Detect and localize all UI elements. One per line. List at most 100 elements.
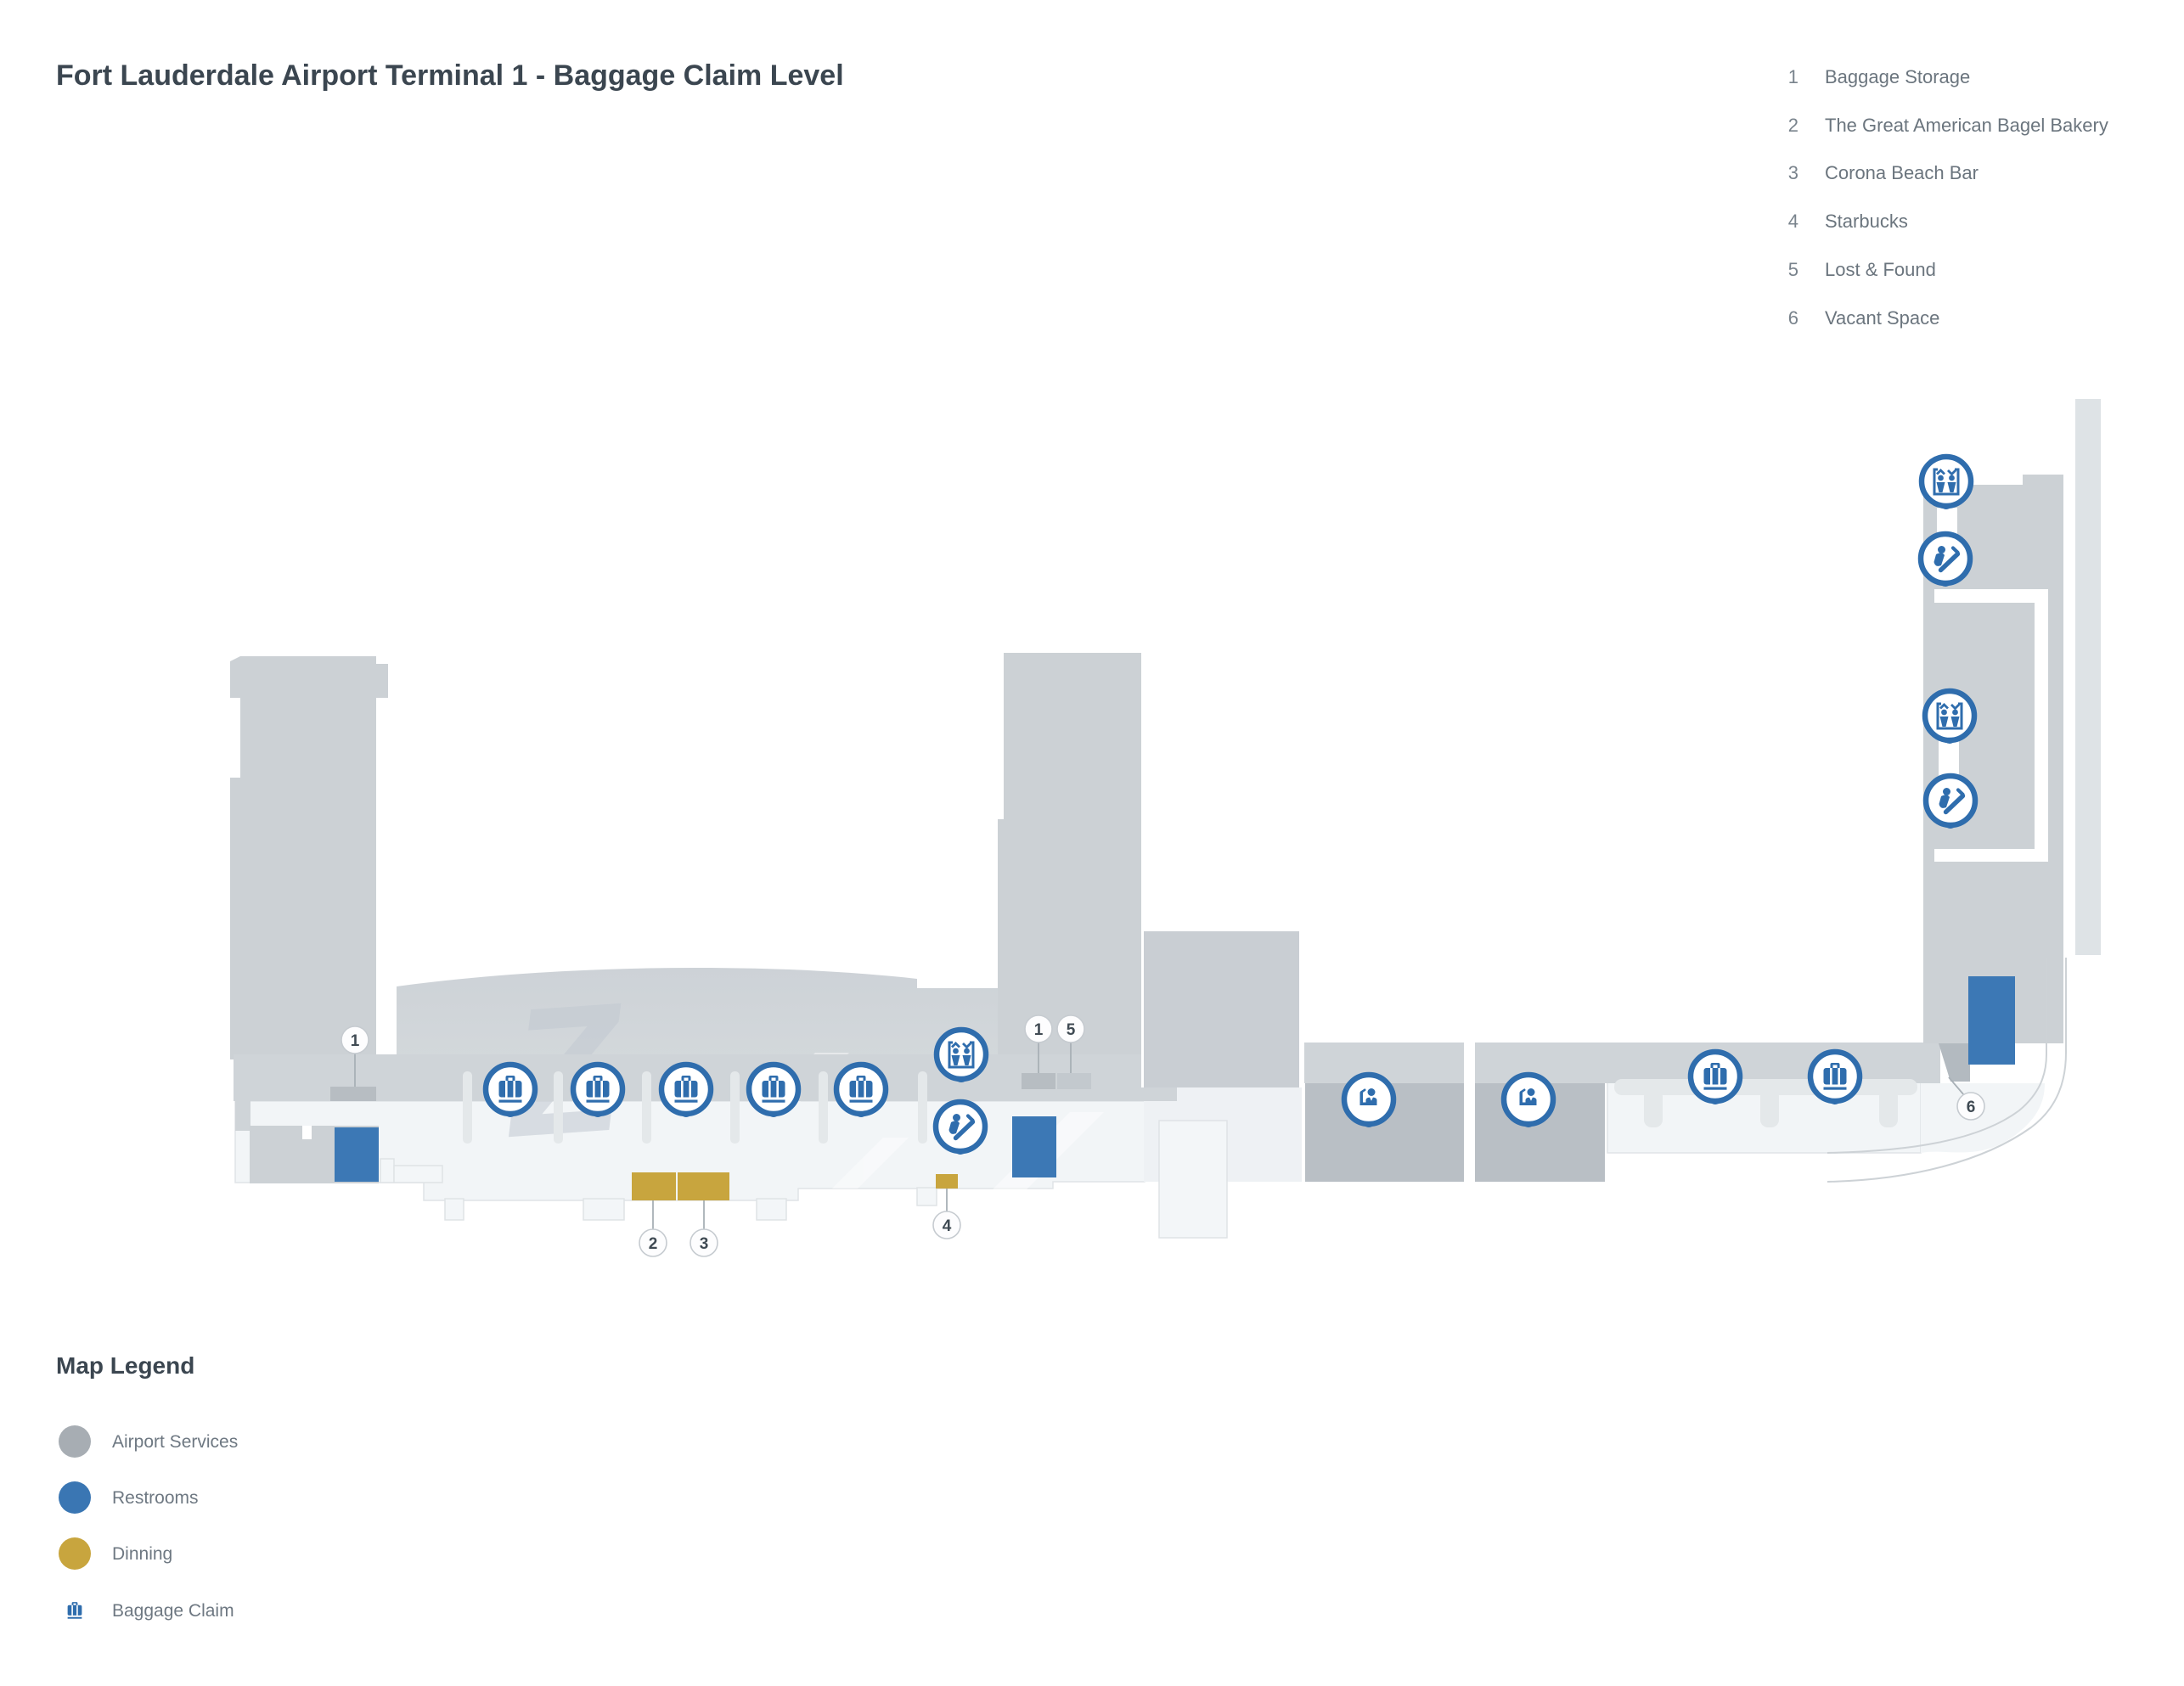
callout-number: 5 [1067, 1021, 1076, 1039]
map-number-1[interactable]: 1 [341, 1026, 369, 1087]
building-right-wing [998, 653, 1141, 1059]
map-number-6[interactable]: 6 [1948, 1076, 1985, 1121]
vestibule-tab [756, 1198, 787, 1221]
corridor-slit [1464, 1043, 1475, 1182]
map-number-4[interactable]: 4 [932, 1189, 961, 1239]
map-number-3[interactable]: 3 [690, 1200, 718, 1257]
vacant-space-wedge [1939, 1043, 1970, 1082]
poi-num: 6 [1788, 307, 1798, 329]
services-block-notch [302, 1126, 312, 1139]
map-number-callouts: 1 1 5 2 3 4 6 [341, 1014, 1985, 1257]
poi-label: Lost & Found [1825, 259, 1936, 280]
arm-corridor-h1 [1934, 589, 2048, 603]
foot-apron [1921, 1083, 2045, 1153]
poi-label: The Great American Bagel Bakery [1825, 115, 2108, 136]
legend-title: Map Legend [56, 1352, 194, 1379]
pin-escalator-icon[interactable] [936, 1102, 985, 1155]
curb-inner [1827, 958, 2047, 1154]
pin-baggage-claim-icon[interactable] [573, 1065, 622, 1117]
pin-elevator-icon[interactable] [1922, 457, 1971, 509]
rail-stem [1879, 1088, 1898, 1127]
legend-restrooms-icon [59, 1481, 91, 1514]
callout-circle [1024, 1014, 1053, 1043]
pin-baggage-claim-icon[interactable] [661, 1065, 711, 1117]
poi-label: Starbucks [1825, 211, 1908, 232]
restroom-zone [335, 1127, 379, 1182]
vestibule-tab [444, 1198, 464, 1221]
poi-num: 3 [1788, 162, 1798, 183]
callout-number: 1 [1034, 1021, 1044, 1039]
connector-block [1144, 931, 1299, 1087]
rail-stem [1644, 1088, 1663, 1127]
restroom-step [393, 1165, 443, 1183]
building-left-wing [230, 656, 388, 1059]
callout-circle [639, 1228, 667, 1257]
service-box-baggage-storage-2 [1022, 1073, 1055, 1089]
pin-baggage-claim-icon[interactable] [1691, 1052, 1740, 1104]
callout-circle [1956, 1092, 1985, 1121]
poi-num: 5 [1788, 259, 1798, 280]
hall-pillars [463, 1071, 927, 1144]
vestibule-step [916, 1187, 937, 1206]
legend-label: Dinning [112, 1544, 172, 1564]
callout-circle [690, 1228, 718, 1257]
poi-num: 2 [1788, 115, 1798, 136]
legend-airport-services-icon [59, 1425, 91, 1458]
legend-label: Baggage Claim [112, 1601, 234, 1621]
restroom-zone [1968, 976, 2015, 1065]
callout-circle [341, 1026, 369, 1054]
pin-escalator-icon[interactable] [1926, 776, 1975, 829]
pin-baggage-claim-icon[interactable] [749, 1065, 798, 1117]
junction-vestibule [1158, 1120, 1228, 1239]
arm-corridor-h2 [1934, 849, 2048, 862]
dining-zone-bagel-bakery [632, 1172, 676, 1200]
central-hall-arch [397, 967, 998, 1059]
poi-label: Baggage Storage [1825, 66, 1970, 87]
callout-number: 1 [351, 1032, 360, 1050]
callout-circle [1056, 1014, 1085, 1043]
callout-number: 4 [943, 1217, 952, 1235]
arm-top-step [2023, 475, 2063, 486]
callout-number: 3 [700, 1235, 709, 1253]
curb-outer [1827, 958, 2067, 1183]
pin-baggage-claim-icon[interactable] [836, 1065, 886, 1117]
poi-label: Vacant Space [1825, 307, 1939, 329]
seam [1141, 931, 1144, 1087]
arm-corridor-v [2035, 589, 2048, 859]
seam-2 [1299, 931, 1305, 1087]
rail-stem [1760, 1088, 1779, 1127]
wall-band-left-edge [235, 1054, 250, 1131]
legend-label: Restrooms [112, 1488, 199, 1508]
restroom-zone [1012, 1116, 1056, 1177]
page-title: Fort Lauderdale Airport Terminal 1 - Bag… [56, 59, 844, 92]
vestibule-tab [583, 1198, 625, 1221]
map-number-1[interactable]: 1 [1024, 1014, 1053, 1073]
service-box-baggage-storage [330, 1087, 376, 1101]
map-legend: Map Legend Airport Services Restrooms Di… [56, 1352, 238, 1621]
callout-number: 6 [1967, 1099, 1976, 1116]
pin-escalator-icon[interactable] [1921, 534, 1970, 587]
legend-label: Airport Services [112, 1432, 238, 1452]
pin-info-desk-icon[interactable] [1344, 1075, 1393, 1127]
dining-zone-corona-beach-bar [678, 1172, 729, 1200]
arm-right-strip [2075, 399, 2101, 955]
poi-list: 1 Baggage Storage 2 The Great American B… [1788, 66, 2108, 329]
pin-info-desk-icon[interactable] [1504, 1075, 1553, 1127]
map-number-2[interactable]: 2 [639, 1200, 667, 1257]
dining-zone-starbucks [936, 1174, 958, 1189]
service-box-lost-found [1057, 1073, 1091, 1089]
pin-baggage-claim-icon[interactable] [1810, 1052, 1860, 1104]
poi-num: 4 [1788, 211, 1798, 232]
poi-label: Corona Beach Bar [1825, 162, 1979, 183]
callout-number: 2 [649, 1235, 658, 1253]
pin-elevator-icon[interactable] [937, 1030, 986, 1082]
poi-num: 1 [1788, 66, 1798, 87]
callout-stem [1948, 1076, 1965, 1096]
pin-baggage-claim-icon[interactable] [486, 1065, 535, 1117]
legend-dining-icon [59, 1537, 91, 1570]
restroom-step [380, 1158, 395, 1183]
pin-elevator-icon[interactable] [1925, 691, 1974, 744]
map-number-5[interactable]: 5 [1056, 1014, 1085, 1073]
